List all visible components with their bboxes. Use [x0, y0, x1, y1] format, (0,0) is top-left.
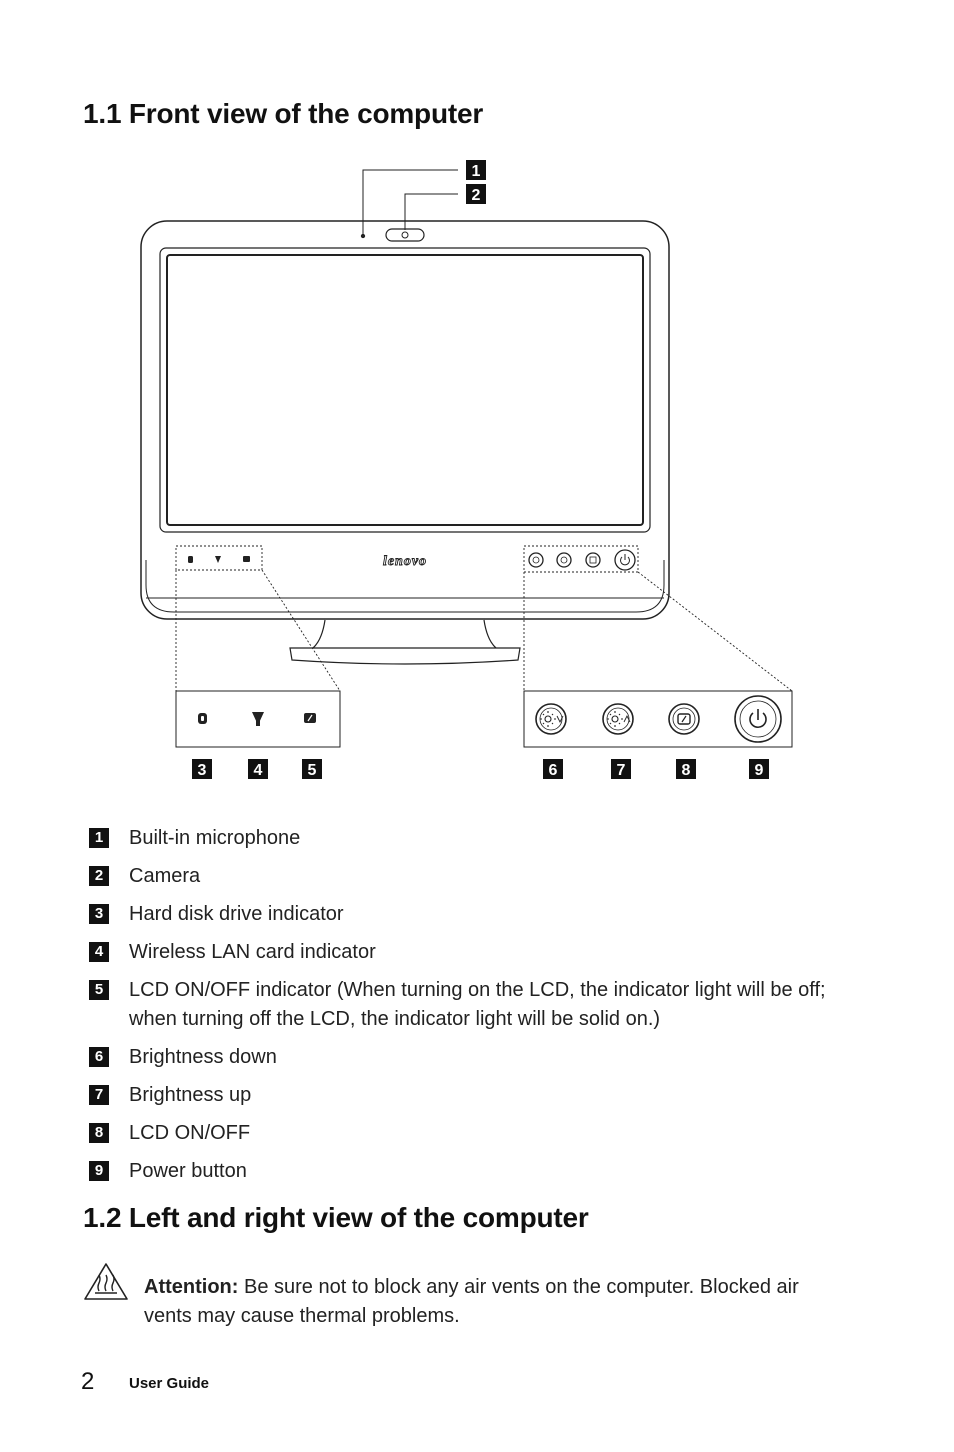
- legend-text: Hard disk drive indicator: [129, 903, 344, 925]
- callout-badge: 3: [192, 759, 212, 779]
- hot-surface-warning-icon: [84, 1263, 128, 1300]
- legend-badge: 3: [89, 904, 109, 924]
- svg-text:1: 1: [472, 163, 481, 180]
- attention-text: Attention: Be sure not to block any air …: [144, 1273, 844, 1331]
- legend-text: Brightness up: [129, 1084, 252, 1106]
- list-item: 2 Camera: [89, 862, 849, 891]
- svg-text:6: 6: [549, 762, 558, 779]
- front-view-diagram: lenovo 1 2 3 4 5 6 7 8 9: [140, 160, 793, 779]
- attention-note: Attention: Be sure not to block any air …: [83, 1262, 843, 1342]
- legend-badge: 8: [89, 1123, 109, 1143]
- legend-badge: 1: [89, 828, 109, 848]
- legend-text: Built-in microphone: [129, 827, 301, 849]
- legend-badge: 6: [89, 1047, 109, 1067]
- callout-badge: 8: [676, 759, 696, 779]
- callout-badge: 6: [543, 759, 563, 779]
- brightness-up-icon: [607, 711, 631, 727]
- legend-text: Wireless LAN card indicator: [129, 941, 376, 963]
- page-number: 2: [81, 1368, 95, 1395]
- callout-badge: 5: [302, 759, 322, 779]
- callout-badge: 7: [611, 759, 631, 779]
- svg-text:8: 8: [682, 762, 691, 779]
- list-item: 3 Hard disk drive indicator: [89, 900, 849, 929]
- svg-text:9: 9: [755, 762, 764, 779]
- callout-badge: 1: [466, 160, 486, 180]
- callout-badge: 9: [749, 759, 769, 779]
- legend-text: Brightness down: [129, 1046, 277, 1068]
- lcd-onoff-icon: [677, 713, 691, 725]
- list-item: 4 Wireless LAN card indicator: [89, 938, 849, 967]
- legend-text: Power button: [129, 1160, 247, 1182]
- callout-badge: 2: [466, 184, 486, 204]
- callout-badge: 4: [248, 759, 268, 779]
- attention-label: Attention:: [144, 1276, 239, 1298]
- legend-badge: 5: [89, 980, 109, 1000]
- list-item: 8 LCD ON/OFF: [89, 1119, 849, 1148]
- legend-badge: 7: [89, 1085, 109, 1105]
- legend-badge: 4: [89, 942, 109, 962]
- brand-logo: lenovo: [383, 554, 427, 569]
- power-icon: [749, 709, 767, 728]
- section-title-front-view: 1.1 Front view of the computer: [83, 98, 484, 129]
- svg-text:2: 2: [472, 187, 481, 204]
- wireless-icon: [252, 712, 264, 726]
- legend-text: Camera: [129, 865, 201, 887]
- legend-text: LCD ON/OFF: [129, 1122, 251, 1144]
- list-item: 5 LCD ON/OFF indicator (When turning on …: [89, 976, 849, 1034]
- list-item: 6 Brightness down: [89, 1043, 849, 1072]
- brightness-down-icon: [540, 711, 564, 727]
- list-item: 1 Built-in microphone: [89, 824, 849, 853]
- attention-body: Be sure not to block any air vents on th…: [144, 1276, 799, 1327]
- lcd-icon: [304, 713, 316, 723]
- legend-list: 1 Built-in microphone 2 Camera 3 Hard di…: [89, 824, 849, 1195]
- svg-text:5: 5: [308, 762, 317, 779]
- legend-text: LCD ON/OFF indicator (When turning on th…: [129, 979, 826, 1030]
- page-footer: 2 User Guide: [81, 1368, 209, 1396]
- legend-badge: 9: [89, 1161, 109, 1181]
- footer-label: User Guide: [129, 1375, 210, 1392]
- legend-badge: 2: [89, 866, 109, 886]
- svg-text:4: 4: [254, 762, 263, 779]
- svg-text:7: 7: [617, 762, 626, 779]
- list-item: 7 Brightness up: [89, 1081, 849, 1110]
- list-item: 9 Power button: [89, 1157, 849, 1186]
- section-title-side-view: 1.2 Left and right view of the computer: [83, 1202, 589, 1233]
- hard-disk-icon: [198, 713, 207, 724]
- svg-text:3: 3: [198, 762, 207, 779]
